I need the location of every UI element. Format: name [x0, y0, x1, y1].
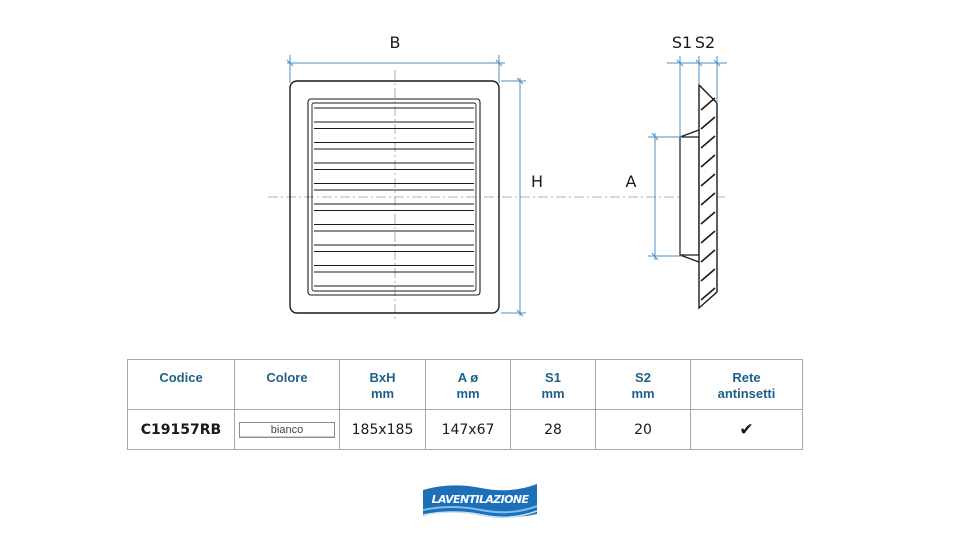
logo-text: LAVENTILAZIONE [431, 493, 529, 506]
hatch-line [700, 287, 716, 301]
dimension-h [501, 77, 526, 317]
dimension-s1-s2 [667, 56, 727, 137]
color-swatch: bianco [239, 422, 335, 438]
cell-colore: bianco [234, 409, 340, 450]
cell-a: 147x67 [425, 409, 511, 450]
louver-slats [314, 107, 474, 287]
header-codice: Codice [127, 359, 235, 410]
cell-rete: ✔ [690, 409, 803, 450]
table-row: C19157RB bianco 185x185 147x67 28 20 ✔ [127, 409, 803, 450]
dimension-b-label: B [390, 33, 401, 52]
dimension-a [648, 132, 682, 261]
dimension-a-label: A [626, 172, 637, 191]
cell-s2: 20 [595, 409, 691, 450]
hatch-line [700, 230, 716, 244]
hatch-line [700, 173, 716, 187]
brand-logo: LAVENTILAZIONE [421, 480, 539, 522]
hatch-line [700, 97, 716, 111]
cell-codice: C19157RB [127, 409, 235, 450]
side-view [679, 83, 718, 310]
dimension-s1-label: S1 [672, 33, 692, 52]
dimension-b [286, 55, 505, 83]
hatch-line [700, 116, 716, 130]
center-lines [268, 70, 725, 322]
cell-s1: 28 [510, 409, 596, 450]
cell-bxh: 185x185 [339, 409, 426, 450]
hatch-line [700, 268, 716, 282]
hatch-line [700, 249, 716, 263]
dimension-s2-label: S2 [695, 33, 715, 52]
front-view [289, 80, 500, 314]
header-colore: Colore [234, 359, 340, 410]
section-hatching [700, 97, 716, 301]
technical-drawing: B H A S1 S2 [268, 33, 727, 322]
hatch-line [700, 154, 716, 168]
dimension-h-label: H [531, 172, 543, 191]
logo-wave-graphic [422, 484, 538, 518]
hatch-line [700, 192, 716, 206]
hatch-line [700, 211, 716, 225]
hatch-line [700, 135, 716, 149]
check-icon: ✔ [739, 419, 754, 440]
